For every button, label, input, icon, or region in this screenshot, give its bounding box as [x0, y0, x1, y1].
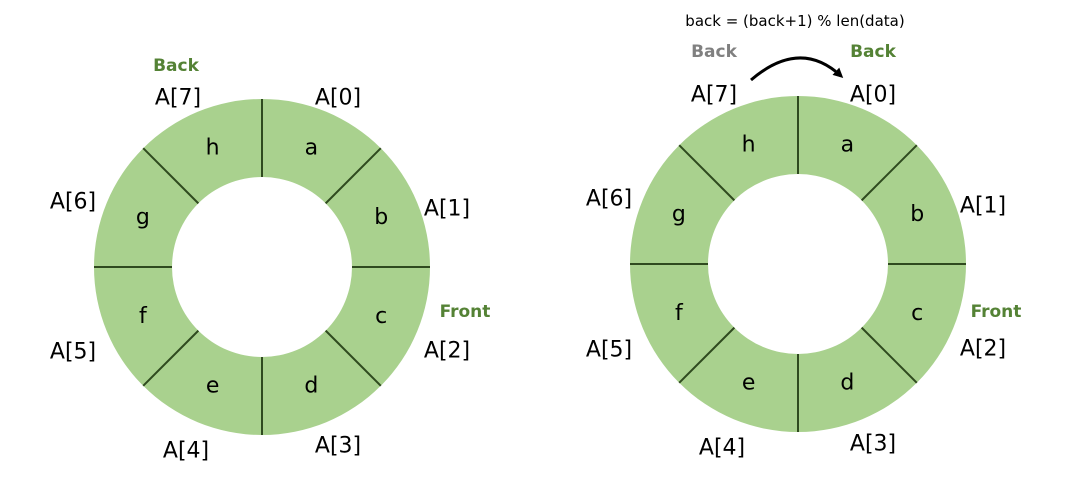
- left-divider-5: [142, 329, 200, 387]
- right-index-label-3: A[3]: [850, 432, 896, 457]
- right-ring-dividers: [630, 96, 966, 432]
- left-index-label-3: A[3]: [315, 434, 361, 459]
- right-divider-1: [860, 144, 918, 202]
- right-index-label-0: A[0]: [850, 83, 896, 108]
- left-cell-5: f: [139, 304, 148, 329]
- left-index-label-0: A[0]: [315, 86, 361, 111]
- right-divider-3: [860, 326, 918, 384]
- left-back-label: Back: [153, 56, 200, 76]
- right-divider-7: [678, 144, 736, 202]
- right-cell-3: d: [840, 371, 854, 396]
- left-index-label-5: A[5]: [50, 340, 96, 365]
- right-cell-5: f: [675, 301, 684, 326]
- right-cell-0: a: [841, 132, 854, 157]
- left-divider-7: [142, 147, 200, 205]
- left-index-label-2: A[2]: [424, 339, 470, 364]
- left-divider-3: [324, 329, 382, 387]
- right-cell-4: e: [742, 371, 756, 396]
- right-old-back-label: Back: [691, 42, 738, 62]
- left-cell-1: b: [374, 205, 388, 230]
- right-index-label-7: A[7]: [691, 83, 737, 108]
- back-move-arrow: [750, 56, 844, 82]
- left-cell-0: a: [305, 135, 318, 160]
- left-index-label-7: A[7]: [155, 86, 201, 111]
- left-cell-3: d: [304, 374, 318, 399]
- left-ring-dividers: [94, 99, 430, 435]
- left-ring-cells: a b c d e f g h: [136, 135, 388, 398]
- right-index-label-6: A[6]: [586, 187, 632, 212]
- right-cell-1: b: [910, 202, 924, 227]
- left-cell-7: h: [206, 135, 220, 160]
- right-ring-indices: A[0] A[1] A[2] A[3] A[4] A[5] A[6] A[7]: [586, 83, 1006, 461]
- right-cell-2: c: [911, 301, 923, 326]
- right-cell-6: g: [672, 202, 686, 227]
- right-index-label-1: A[1]: [960, 194, 1006, 219]
- left-front-label: Front: [440, 302, 491, 322]
- left-cell-6: g: [136, 205, 150, 230]
- right-front-label: Front: [971, 302, 1022, 322]
- right-index-label-4: A[4]: [699, 436, 745, 461]
- left-cell-2: c: [375, 304, 387, 329]
- left-ring-indices: A[0] A[1] A[2] A[3] A[4] A[5] A[6] A[7]: [50, 86, 470, 464]
- right-ring: a b c d e f g h A[0] A[1] A[2] A[3] A[4] A[5] A[6] A[7…: [586, 12, 1022, 461]
- right-index-label-2: A[2]: [960, 337, 1006, 362]
- left-index-label-1: A[1]: [424, 197, 470, 222]
- left-ring: a b c d e f g h A[0] A[1] A[2] A[3] A[4] A[5] A[6] A[7…: [50, 56, 491, 464]
- right-divider-5: [678, 326, 736, 384]
- left-divider-1: [324, 147, 382, 205]
- back-update-formula: back = (back+1) % len(data): [685, 12, 904, 30]
- right-index-label-5: A[5]: [586, 338, 632, 363]
- left-index-label-4: A[4]: [163, 439, 209, 464]
- left-index-label-6: A[6]: [50, 190, 96, 215]
- right-new-back-label: Back: [850, 42, 897, 62]
- left-cell-4: e: [206, 374, 220, 399]
- right-cell-7: h: [742, 132, 756, 157]
- right-ring-cells: a b c d e f g h: [672, 132, 924, 395]
